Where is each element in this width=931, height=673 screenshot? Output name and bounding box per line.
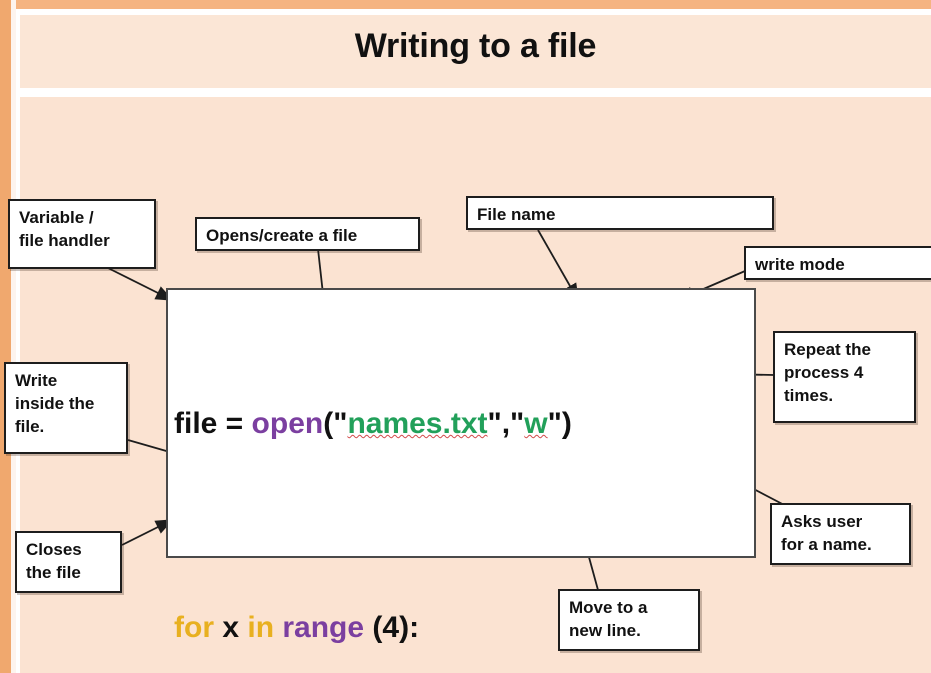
callout-line: Closes — [26, 540, 82, 559]
callout-move-to-a-new-line: Move to a new line. — [558, 589, 700, 651]
callout-line: Asks user — [781, 512, 863, 531]
callout-line: file. — [15, 417, 45, 436]
callout-line: Repeat the — [784, 340, 871, 359]
top-accent-band — [0, 0, 931, 9]
code-content: file = open("names.txt","w") for x in ra… — [174, 296, 774, 673]
callout-closes-the-file: Closes the file — [15, 531, 122, 593]
callout-opens-create-a-file: Opens/create a file — [195, 217, 420, 251]
callout-line: inside the — [15, 394, 95, 413]
left-accent-band-inner — [11, 0, 16, 673]
callout-line: Move to a — [569, 598, 648, 617]
callout-variable-file-handler: Variable / file handler — [8, 199, 156, 269]
callout-line: Opens/create a file — [206, 226, 358, 245]
callout-line: write mode — [755, 255, 845, 274]
callout-repeat-the-process: Repeat the process 4 times. — [773, 331, 916, 423]
callout-write-mode: write mode — [744, 246, 931, 280]
callout-line: the file — [26, 563, 81, 582]
callout-write-inside-the-file: Write inside the file. — [4, 362, 128, 454]
callout-asks-user-for-a-name: Asks user for a name. — [770, 503, 911, 565]
callout-line: Write — [15, 371, 58, 390]
callout-line: for a name. — [781, 535, 872, 554]
callout-file-name: File name — [466, 196, 774, 230]
callout-line: process 4 — [784, 363, 864, 382]
callout-line: file handler — [19, 231, 110, 250]
code-line-open: file = open("names.txt","w") — [174, 407, 572, 440]
title-panel — [20, 15, 931, 88]
callout-line: new line. — [569, 621, 641, 640]
callout-line: Variable / — [19, 208, 94, 227]
callout-line: File name — [477, 205, 556, 224]
code-line-for: for x in range (4): — [174, 611, 420, 644]
left-accent-band — [0, 0, 11, 673]
callout-line: times. — [784, 386, 834, 405]
code-block — [166, 288, 756, 558]
page-title: Writing to a file — [354, 27, 597, 65]
